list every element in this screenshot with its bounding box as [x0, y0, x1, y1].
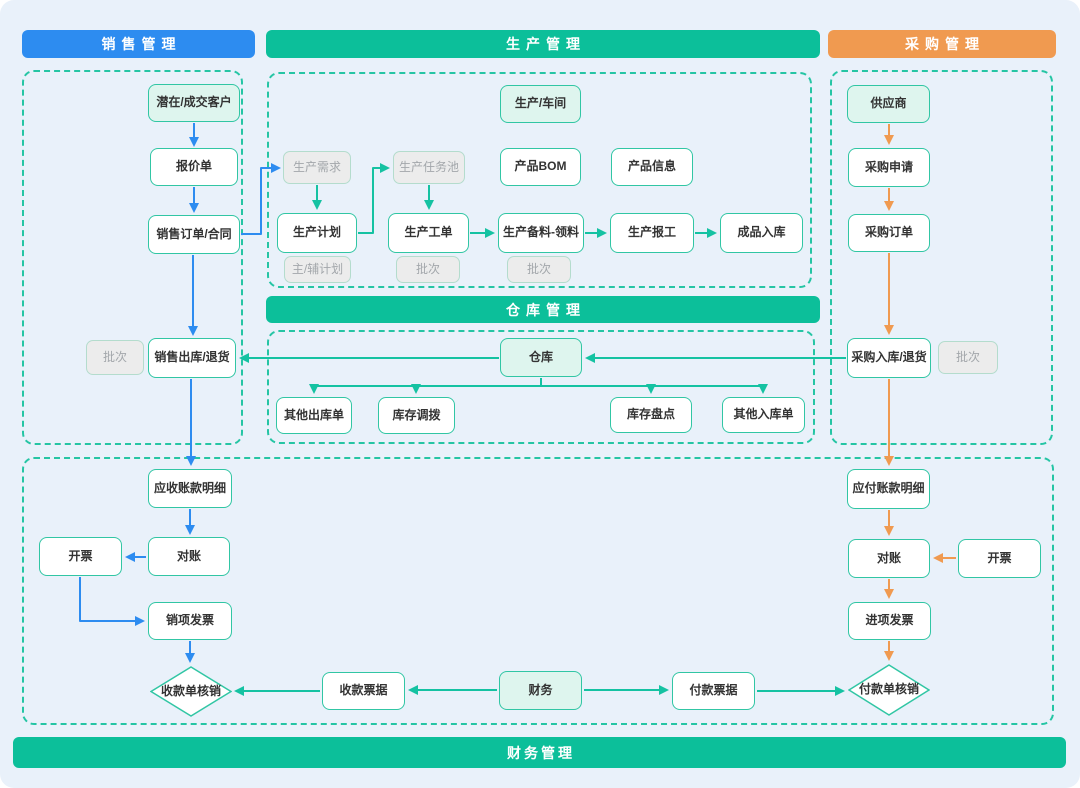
- node-batch-sales: 批次: [86, 340, 144, 375]
- node-finance: 财务: [499, 671, 582, 710]
- node-stock-transfer: 库存调拨: [378, 397, 455, 434]
- node-recon-right: 对账: [848, 539, 930, 578]
- sales-header: 销售管理: [22, 30, 255, 58]
- node-supplier: 供应商: [847, 85, 930, 123]
- node-prod-demand: 生产需求: [283, 151, 351, 184]
- node-batch-prod-order: 批次: [396, 256, 460, 283]
- node-prod-order: 生产工单: [388, 213, 469, 253]
- node-other-out: 其他出库单: [276, 397, 352, 434]
- node-purchase-request: 采购申请: [848, 148, 930, 187]
- purchase-header: 采购管理: [828, 30, 1056, 58]
- node-invoice-right: 开票: [958, 539, 1041, 578]
- node-prod-material: 生产备料-领料: [498, 213, 584, 253]
- purchase-box: [830, 70, 1053, 445]
- finance-header: 财务管理: [13, 737, 1066, 768]
- node-sales-out: 销售出库/退货: [148, 338, 236, 378]
- node-prod-report: 生产报工: [610, 213, 694, 253]
- node-main-aux-plan: 主/辅计划: [284, 256, 351, 283]
- node-receipt-note: 收款票据: [322, 672, 405, 710]
- node-purchase-in: 采购入库/退货: [847, 338, 931, 378]
- node-batch-purchase: 批次: [938, 341, 998, 374]
- node-payable: 应付账款明细: [847, 469, 930, 509]
- warehouse-box: [267, 330, 815, 444]
- diamond-shape-receipt-verify: [150, 666, 232, 717]
- finance-box: [22, 457, 1054, 725]
- node-other-in: 其他入库单: [722, 397, 805, 433]
- node-warehouse: 仓库: [500, 338, 582, 377]
- warehouse-header: 仓库管理: [266, 296, 820, 323]
- node-prod-plan: 生产计划: [277, 213, 357, 253]
- production-header: 生产管理: [266, 30, 820, 58]
- node-invoice-left: 开票: [39, 537, 122, 576]
- diamond-shape-payment-verify: [848, 664, 930, 716]
- node-finished-in: 成品入库: [720, 213, 803, 253]
- node-batch-material: 批次: [507, 256, 571, 283]
- node-purchase-order: 采购订单: [848, 214, 930, 252]
- node-workshop: 生产/车间: [500, 85, 581, 123]
- node-quote: 报价单: [150, 148, 238, 186]
- node-sales-invoice: 销项发票: [148, 602, 232, 640]
- node-label-payment-verify: 付款单核销: [858, 682, 919, 697]
- node-stock-count: 库存盘点: [610, 397, 692, 433]
- node-customer: 潜在/成交客户: [148, 84, 240, 122]
- node-payment-verify: 付款单核销: [848, 664, 930, 716]
- node-bom: 产品BOM: [500, 148, 581, 186]
- node-prod-task-pool: 生产任务池: [393, 151, 465, 184]
- node-prod-info: 产品信息: [611, 148, 693, 186]
- node-recon-left: 对账: [148, 537, 230, 576]
- node-sales-order: 销售订单/合同: [148, 215, 240, 254]
- sales-box: [22, 70, 243, 445]
- node-receipt-verify: 收款单核销: [150, 666, 232, 717]
- node-input-invoice: 进项发票: [848, 602, 931, 640]
- node-receivable: 应收账款明细: [148, 469, 232, 508]
- node-label-receipt-verify: 收款单核销: [160, 683, 221, 698]
- node-payment-note: 付款票据: [672, 672, 755, 710]
